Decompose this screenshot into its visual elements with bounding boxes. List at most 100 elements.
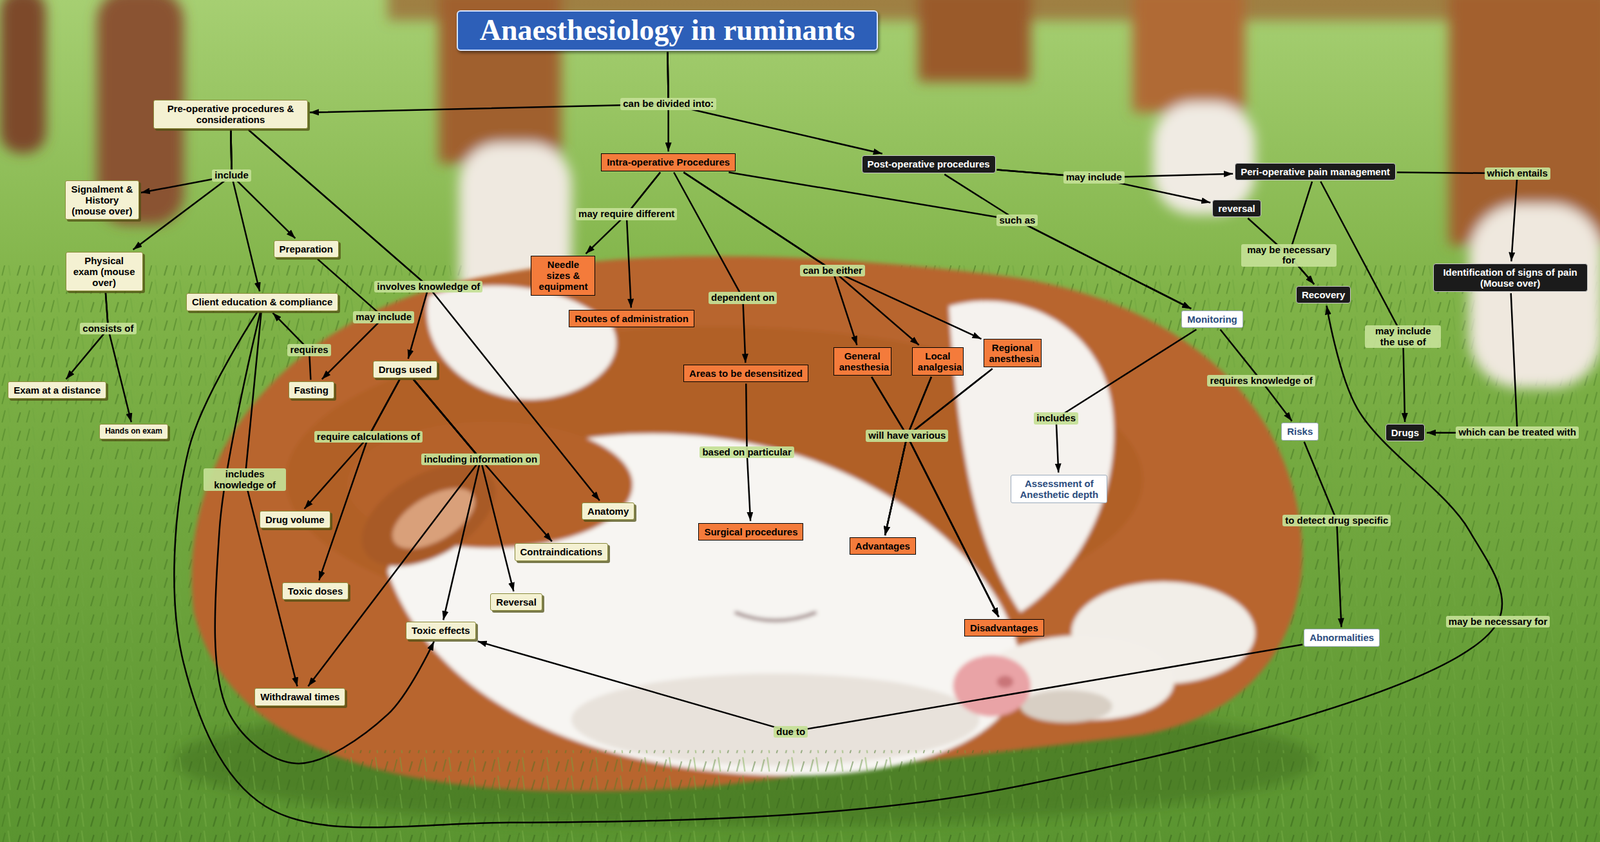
- link-phrase-text: may include: [1066, 171, 1123, 183]
- link-phrase: due to: [773, 725, 808, 739]
- connector: [309, 52, 669, 113]
- connector: [885, 368, 993, 536]
- concept-box: Monitoring: [1181, 310, 1243, 328]
- connector: [477, 641, 1304, 732]
- concept-box: Areas to be desensitized: [683, 364, 809, 382]
- node-text: Identification of signs of pain (Mouse o…: [1438, 266, 1582, 290]
- calf: [191, 256, 1303, 792]
- link-phrase-text: which entails: [1487, 167, 1548, 179]
- concept-box: Signalment & History (mouse over): [65, 180, 140, 221]
- node-text: Fasting: [294, 384, 329, 396]
- link-phrase: based on particular: [699, 446, 794, 459]
- link-phrase-text: can be either: [802, 264, 863, 276]
- node-text: Anaesthesiology in ruminants: [479, 14, 856, 48]
- link-phrase-text: may require different: [578, 208, 675, 220]
- link-phrase-text: may include: [355, 311, 412, 323]
- concept-box: Physical exam (mouse over): [65, 251, 143, 292]
- concept-box: Intra-operative Procedures: [600, 153, 736, 171]
- node-text: Regional anesthesia: [989, 342, 1036, 365]
- calf-nose: [953, 655, 1031, 717]
- connector: [683, 172, 981, 340]
- link-phrase-text: may be necessary for: [1448, 615, 1548, 627]
- link-phrase-text: to detect drug specific: [1285, 514, 1389, 526]
- link-phrase-text: based on particular: [702, 446, 791, 458]
- link-phrase-text: include: [214, 169, 249, 181]
- concept-box: Drug volume: [259, 510, 331, 529]
- node-text: Advantages: [855, 540, 911, 552]
- link-phrase: may include the use of: [1364, 325, 1441, 348]
- calf-body: [191, 256, 1303, 792]
- node-text: reversal: [1218, 202, 1256, 214]
- connector: [1397, 171, 1518, 261]
- connector: [1426, 293, 1518, 433]
- node-text: Intra-operative Procedures: [606, 156, 730, 168]
- connector: [413, 379, 481, 620]
- node-text: Local analgesia: [917, 350, 958, 373]
- connector: [1304, 441, 1342, 628]
- connector: [244, 312, 297, 687]
- link-phrase-text: will have various: [868, 429, 946, 441]
- concept-box: Preparation: [273, 240, 339, 258]
- connector: [141, 130, 232, 193]
- node-text: Preparation: [279, 243, 334, 255]
- link-phrase-text: which can be treated with: [1458, 426, 1577, 438]
- node-text: Risks: [1286, 425, 1313, 437]
- connector: [906, 368, 999, 617]
- node-text: Routes of administration: [574, 313, 689, 324]
- concept-box: Surgical procedures: [698, 523, 804, 541]
- connector: [673, 172, 746, 364]
- connector: [1056, 329, 1197, 473]
- cow-leg: [0, 0, 46, 154]
- connector: [105, 292, 132, 422]
- concept-box: Anatomy: [581, 502, 635, 520]
- concept-box: Disadvantages: [964, 619, 1045, 637]
- link-phrase: can be either: [800, 264, 866, 277]
- link-phrase-text: can be divided into:: [622, 97, 714, 109]
- node-text: Post-operative procedures: [867, 158, 991, 170]
- concept-box: Contraindications: [514, 542, 609, 561]
- connector: [307, 379, 481, 686]
- link-phrase-text: requires: [289, 343, 328, 355]
- connector: [304, 379, 400, 509]
- node-text: Signalment & History (mouse over): [70, 183, 134, 218]
- connector: [626, 172, 661, 308]
- link-phrase: which entails: [1484, 167, 1551, 180]
- node-text: Peri-operative pain management: [1240, 166, 1391, 178]
- cow-leg-white: [1469, 204, 1600, 388]
- node-text: Abnormalities: [1309, 631, 1374, 643]
- connector: [133, 130, 232, 250]
- node-text: Toxic effects: [411, 624, 471, 636]
- connector: [248, 130, 429, 359]
- link-phrase-text: due to: [776, 725, 806, 737]
- connector: [944, 174, 1191, 310]
- link-phrase: includes knowledge of: [203, 468, 286, 491]
- link-phrase-text: involves knowledge of: [376, 280, 480, 292]
- link-phrase-text: includes: [1036, 412, 1076, 424]
- link-phrase: may include: [1063, 171, 1125, 184]
- link-phrase: consists of: [79, 322, 136, 335]
- connector: [230, 130, 260, 292]
- node-text: Drugs: [1391, 427, 1420, 439]
- connector: [230, 130, 296, 239]
- link-phrase: may be necessary for: [1241, 244, 1337, 267]
- link-phrase: such as: [996, 214, 1038, 227]
- connector: [997, 170, 1211, 203]
- link-phrase-text: may be necessary for: [1247, 244, 1331, 267]
- link-phrase: includes: [1033, 412, 1079, 425]
- concept-box: Pre-operative procedures & consideration…: [153, 99, 308, 129]
- node-text: Exam at a distance: [13, 384, 101, 396]
- node-text: Client education & compliance: [191, 296, 333, 308]
- link-phrase: requires knowledge of: [1207, 374, 1315, 388]
- concept-box: Regional anesthesia: [983, 338, 1042, 368]
- node-text: General anesthesia: [839, 350, 886, 373]
- link-phrase-text: consists of: [82, 322, 134, 334]
- link-phrase: may be necessary for: [1446, 615, 1550, 629]
- link-phrase: may include: [352, 311, 415, 324]
- node-text: Physical exam (mouse over): [71, 255, 138, 289]
- connector: [906, 376, 999, 618]
- concept-box: Drugs used: [372, 360, 439, 379]
- calf-nostril: [997, 675, 1014, 688]
